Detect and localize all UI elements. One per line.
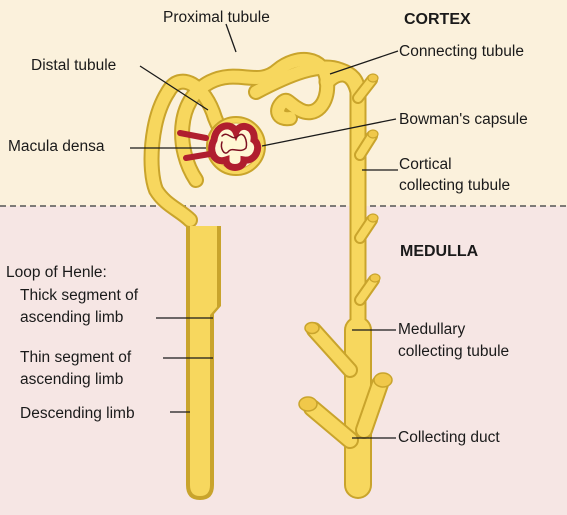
glomerulus	[177, 122, 262, 171]
label-medullary-collecting-1: Medullary	[398, 321, 465, 338]
label-cortical-collecting-2: collecting tubule	[399, 177, 510, 194]
medulla-label: MEDULLA	[400, 243, 479, 260]
leader-lines	[130, 23, 399, 439]
label-cortical-collecting-1: Cortical	[399, 156, 452, 173]
label-collecting-duct: Collecting duct	[398, 429, 500, 446]
nephron-tubule	[143, 51, 393, 500]
collecting-duct-branches	[298, 73, 393, 449]
label-descending-limb: Descending limb	[20, 405, 135, 422]
label-loop-of-henle: Loop of Henle:	[6, 264, 107, 281]
label-medullary-collecting-2: collecting tubule	[398, 343, 509, 360]
label-thick-segment-2: ascending limb	[20, 309, 123, 326]
label-thin-segment-2: ascending limb	[20, 371, 123, 388]
label-bowmans-capsule: Bowman's capsule	[399, 111, 528, 128]
label-macula-densa: Macula densa	[8, 138, 105, 155]
loop-fill	[190, 226, 217, 496]
cortex-label: CORTEX	[404, 11, 471, 28]
label-connecting-tubule: Connecting tubule	[399, 43, 524, 60]
label-thin-segment-1: Thin segment of	[20, 349, 132, 366]
medulla-region	[0, 206, 567, 515]
label-proximal-tubule: Proximal tubule	[163, 9, 270, 26]
label-distal-tubule: Distal tubule	[31, 57, 116, 74]
label-thick-segment-1: Thick segment of	[20, 287, 139, 304]
